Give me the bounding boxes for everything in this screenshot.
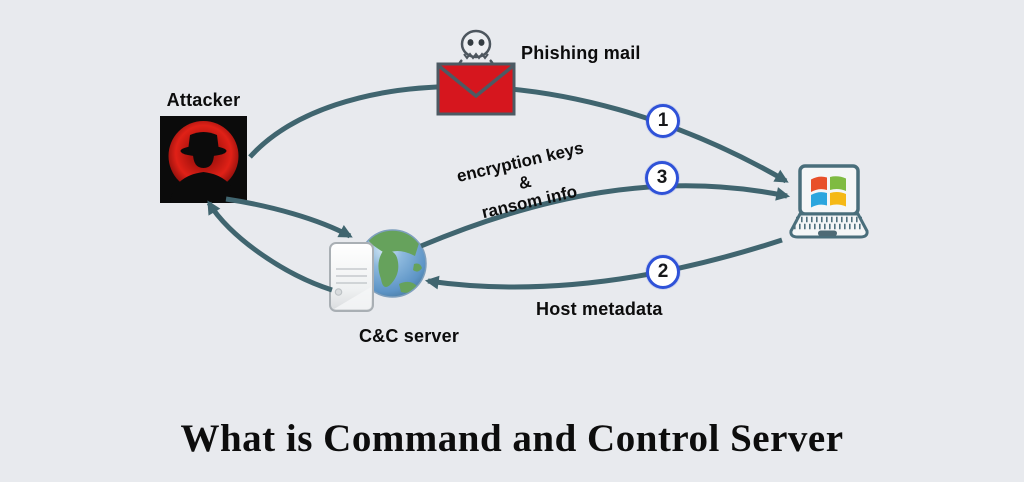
phishing-envelope-icon (434, 26, 518, 118)
phishing-envelope-icon-svg (436, 29, 516, 116)
host-metadata-label: Host metadata (536, 299, 663, 319)
cc-server-icon (326, 226, 432, 318)
arrow-victim-to-server (424, 237, 783, 290)
step-badge-3: 3 (645, 161, 679, 195)
victim-laptop-icon (770, 158, 880, 244)
victim-laptop-icon-svg (789, 164, 869, 239)
phishing-mail-label: Phishing mail (521, 43, 641, 63)
step-badge-2: 2 (646, 255, 680, 289)
attacker-icon (160, 116, 247, 203)
server-tower-icon (329, 242, 374, 312)
windows-logo-icon (811, 176, 846, 208)
attacker-icon-svg (160, 116, 247, 203)
attacker-label: Attacker (166, 90, 241, 110)
envelope-body (436, 62, 516, 116)
arrow-server-to-attacker (206, 200, 333, 293)
step-badge-1: 1 (646, 104, 680, 138)
cc-server-icon-svg (329, 229, 427, 312)
encryption-keys-label: encryption keys & ransom info (432, 133, 617, 233)
diagram-title: What is Command and Control Server (180, 417, 844, 460)
cc-server-label: C&C server (358, 326, 460, 346)
